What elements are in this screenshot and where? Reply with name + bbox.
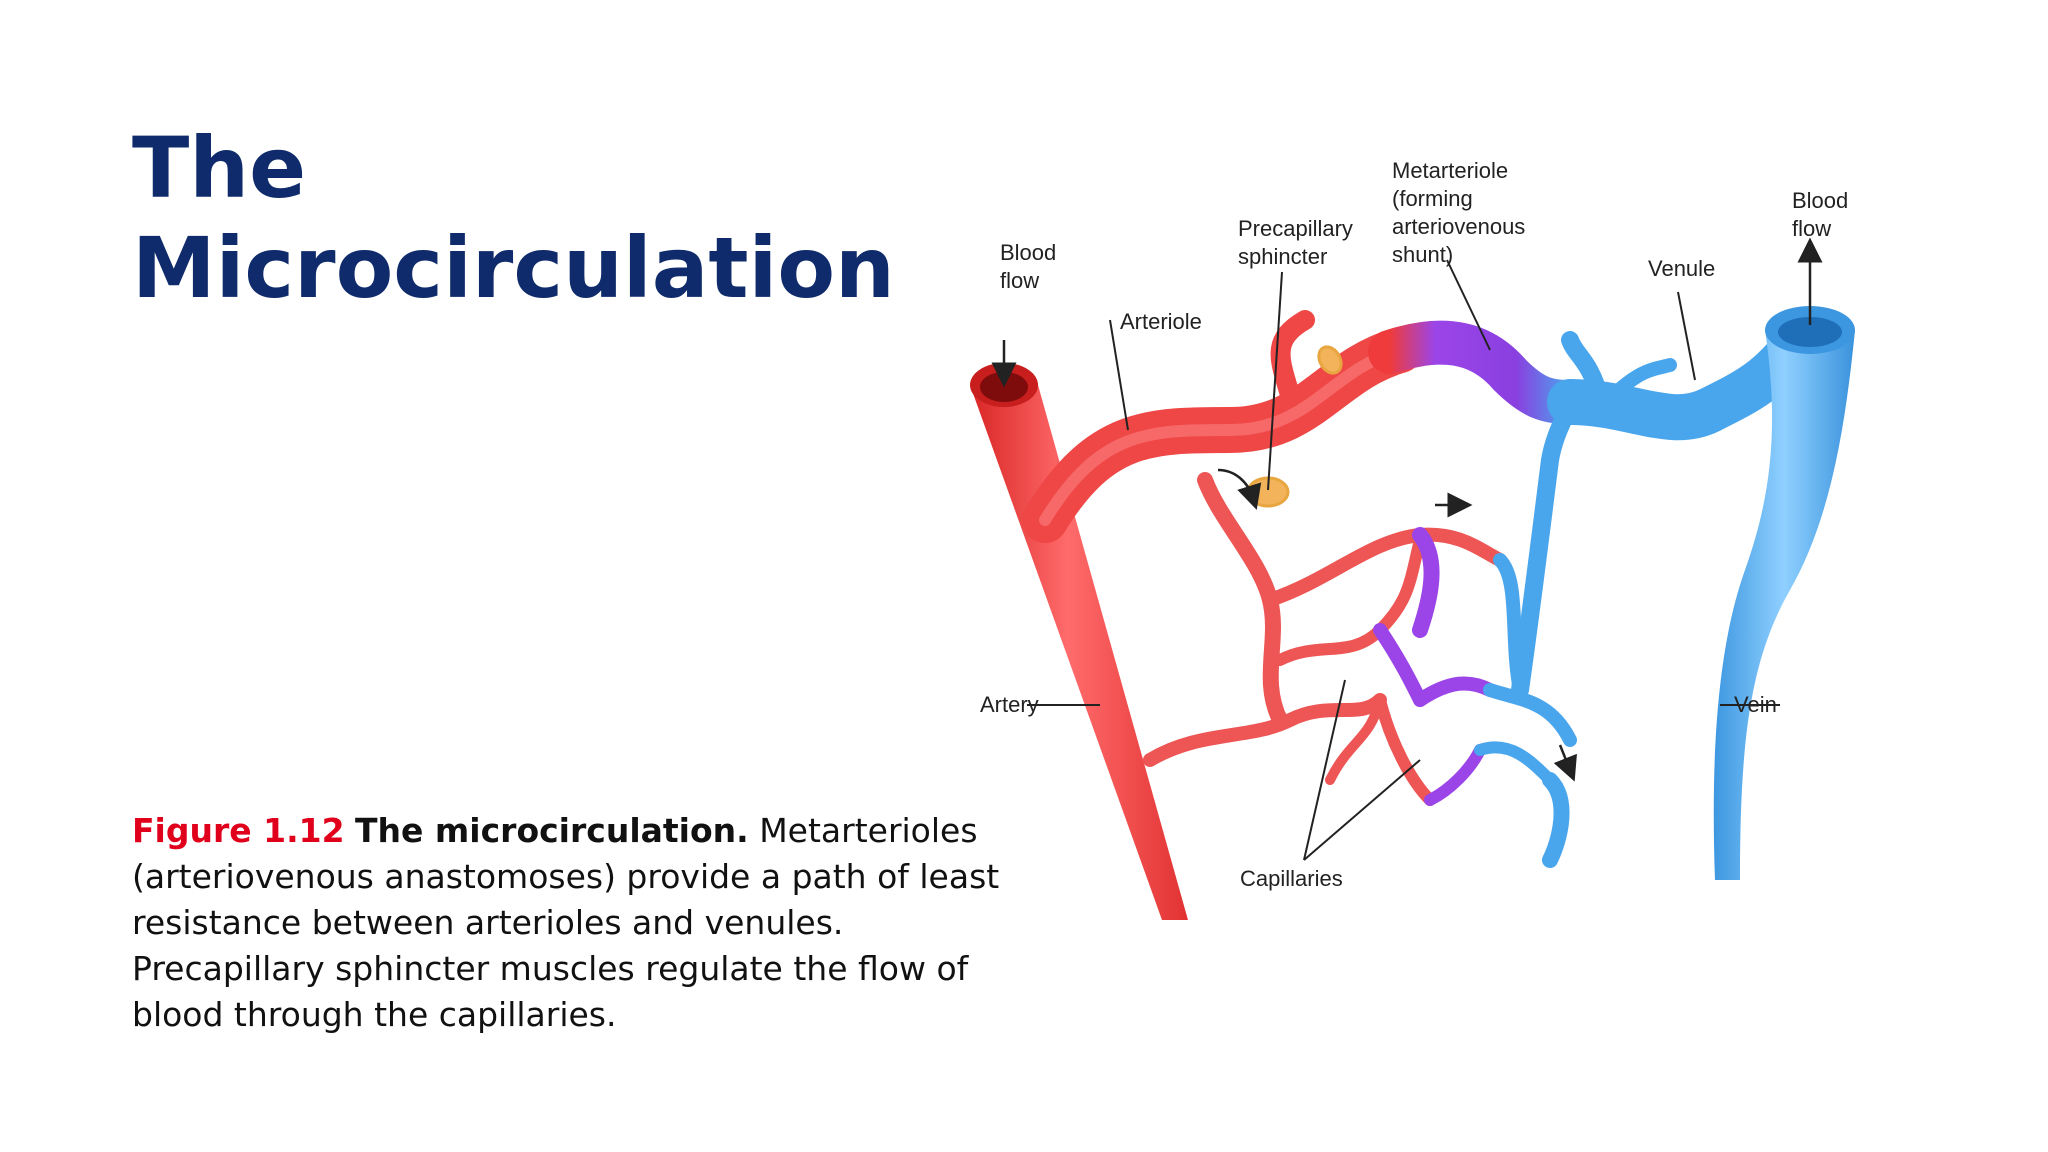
label-capillaries: Capillaries (1240, 866, 1343, 891)
figure-caption: Figure 1.12 The microcirculation. Metart… (132, 808, 1012, 1038)
metarteriole-vessel (1368, 320, 1592, 424)
capillary-network (1143, 393, 1579, 868)
label-venule: Venule (1648, 256, 1715, 281)
label-arteriole: Arteriole (1120, 309, 1202, 334)
label-blood-flow-in: Blood flow (1000, 240, 1062, 293)
label-vein: Vein (1734, 692, 1777, 717)
microcirculation-diagram: Blood flow Arteriole Precapillary sphinc… (970, 158, 1855, 920)
label-precapillary-sphincter: Precapillary sphincter (1238, 216, 1359, 269)
caption-body: Metarterioles (arteriovenous anastomoses… (132, 811, 1000, 1034)
arteriole-vessel (1022, 310, 1423, 543)
label-metarteriole: Metarteriole (forming arteriovenous shun… (1392, 158, 1531, 267)
title-line-2: Microcirculation (132, 219, 895, 317)
leader-lines (1027, 259, 1780, 861)
label-blood-flow-out: Blood flow (1792, 188, 1854, 241)
slide-title: The Microcirculation (132, 118, 895, 318)
flow-arrows (991, 237, 1823, 782)
figure-number: Figure 1.12 (132, 811, 345, 850)
vein-vessel (1713, 306, 1855, 880)
figure-title: The microcirculation. (355, 811, 749, 850)
venule-vessel (1547, 317, 1823, 441)
title-line-1: The (132, 119, 307, 217)
label-artery: Artery (980, 692, 1039, 717)
